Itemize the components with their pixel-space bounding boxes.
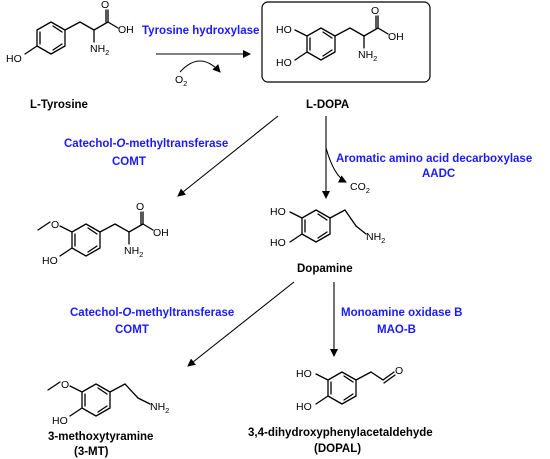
- ldopa-ho-atom-2: HO: [276, 57, 292, 69]
- comt1-name-label: Catechol-O-methyltransferase: [64, 138, 228, 150]
- comt2-name-label: Catechol-O-methyltransferase: [70, 307, 234, 319]
- dopal-ho-atom-1: HO: [296, 368, 312, 380]
- dopamine-label: Dopamine: [297, 263, 353, 275]
- aadc-name-label: Aromatic amino acid decarboxylase: [336, 153, 532, 165]
- 3-mt-abbr-label: (3-MT): [74, 446, 109, 458]
- 3mt-ho-atom: HO: [52, 415, 68, 427]
- tyrosine-oh-atom: OH: [118, 24, 134, 36]
- co2-release-arc: [325, 147, 347, 183]
- methyldopa-nh2-atom: NH2: [124, 245, 143, 259]
- dopamine-ho-atom-1: HO: [270, 206, 286, 218]
- ldopa-to-methyldopa-arrow: [177, 115, 279, 197]
- tyrosine-o-atom: O: [101, 0, 109, 11]
- dopamine-to-3mt-arrow: [187, 281, 295, 367]
- ldopa-o-atom: O: [371, 5, 379, 17]
- 3mt-nh2-atom: NH2: [150, 401, 169, 415]
- ldopa-ho-atom-1: HO: [276, 24, 292, 36]
- dopal-abbr-label: (DOPAL): [314, 443, 361, 455]
- comt1-abbr-label: COMT: [112, 156, 146, 168]
- ldopa-oh-atom: OH: [388, 31, 404, 43]
- l-dopa-structure: O OH NH2 HO HO: [276, 5, 404, 69]
- o2-consumption-arc: [179, 60, 221, 73]
- l-dopa-label: L-DOPA: [306, 99, 349, 111]
- 3-methoxytyramine-label: 3-methoxytyramine: [48, 431, 153, 443]
- dopamine-nh2-atom: NH2: [366, 231, 385, 245]
- dopal-label: 3,4-dihydroxyphenylacetaldehyde: [248, 427, 433, 439]
- l-tyrosine-label: L-Tyrosine: [30, 99, 88, 111]
- o2-label: O2: [175, 74, 187, 88]
- methyldopa-carbonyl-o-atom: O: [136, 201, 144, 213]
- co2-label: CO2: [350, 181, 370, 195]
- ldopa-nh2-atom: NH2: [358, 49, 377, 63]
- dopal-ho-atom-2: HO: [296, 401, 312, 413]
- comt2-abbr-label: COMT: [115, 324, 149, 336]
- methyldopa-oh-atom: OH: [153, 227, 169, 239]
- tyrosine-hydroxylase-label: Tyrosine hydroxylase: [142, 25, 259, 37]
- maob-abbr-label: MAO-B: [377, 324, 416, 336]
- 3mt-o-atom: O: [61, 379, 69, 391]
- methyldopa-o-atom: O: [51, 219, 59, 231]
- tyrosine-ho-atom: HO: [6, 53, 22, 65]
- dopal-aldehyde-o-atom: O: [395, 365, 403, 377]
- maob-name-label: Monoamine oxidase B: [341, 307, 462, 319]
- dopal-structure: HO HO O: [296, 365, 403, 413]
- dopamine-structure: HO HO NH2: [270, 206, 385, 249]
- methyldopa-ho-atom: HO: [42, 255, 58, 267]
- tyrosine-nh2-atom: NH2: [90, 43, 109, 57]
- 3-methoxytyramine-structure: O HO NH2: [47, 379, 169, 427]
- l-dopa-box: [261, 1, 431, 83]
- dopamine-ho-atom-2: HO: [270, 237, 286, 249]
- aadc-abbr-label: AADC: [422, 168, 455, 180]
- o-methyldopa-structure: O O OH NH2 HO: [37, 201, 169, 267]
- l-tyrosine-structure: O OH NH2 HO: [6, 0, 134, 65]
